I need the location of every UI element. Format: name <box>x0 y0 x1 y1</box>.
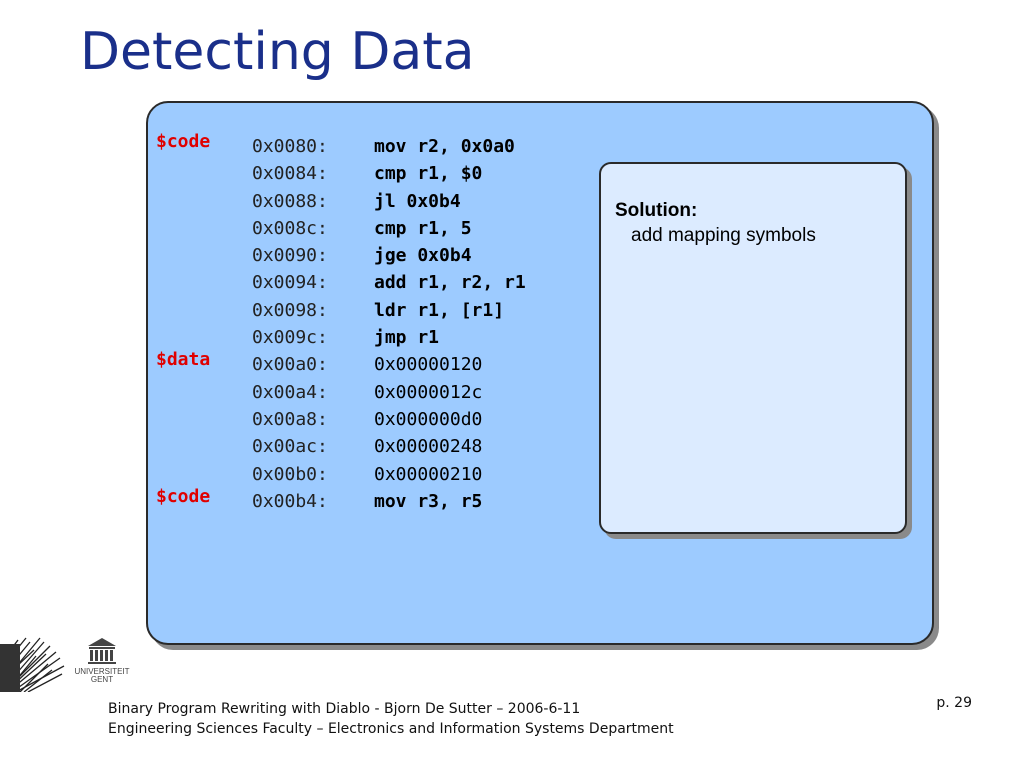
code-instruction: mov r3, r5 <box>374 490 483 512</box>
code-address: 0x0094: <box>252 272 328 294</box>
code-instruction: 0x00000210 <box>374 463 483 485</box>
code-instruction: ldr r1, [r1] <box>374 299 505 321</box>
footer-line-1: Binary Program Rewriting with Diablo - B… <box>108 701 581 717</box>
code-instruction: jmp r1 <box>374 327 440 349</box>
solution-heading: Solution: <box>615 200 698 221</box>
code-address: 0x009c: <box>252 327 328 349</box>
code-instruction: mov r2, 0x0a0 <box>374 136 515 157</box>
solution-box: Solution: add mapping symbols <box>599 162 907 534</box>
code-address: 0x00a8: <box>252 408 328 430</box>
code-instruction: 0x0000012c <box>374 381 483 403</box>
code-address: 0x00ac: <box>252 436 328 458</box>
code-instruction: jge 0x0b4 <box>374 245 472 267</box>
code-instruction: cmp r1, $0 <box>374 163 483 185</box>
code-address: 0x0088: <box>252 190 328 212</box>
logo-text-line1: UNIVERSITEIT <box>74 667 129 676</box>
section-label: $data <box>156 349 211 371</box>
code-address: 0x00b0: <box>252 463 328 485</box>
code-address: 0x0080: <box>252 136 328 157</box>
slide-footer: Binary Program Rewriting with Diablo - B… <box>108 699 674 739</box>
code-instruction: add r1, r2, r1 <box>374 272 526 294</box>
code-address: 0x00b4: <box>252 490 328 512</box>
code-address: 0x00a4: <box>252 381 328 403</box>
university-logo: UNIVERSITEIT GENT <box>0 637 130 692</box>
code-address: 0x0084: <box>252 163 328 185</box>
university-building-icon <box>88 638 116 664</box>
code-address: 0x00a0: <box>252 354 328 376</box>
grass-shadow-icon <box>0 644 20 692</box>
code-address: 0x008c: <box>252 217 328 239</box>
logo-text-line2: GENT <box>91 675 113 684</box>
page-number: p. 29 <box>936 695 972 711</box>
code-panel: $code 0x0080: mov r2, 0x0a0 0x0084: cmp r1, … <box>146 101 934 645</box>
code-instruction: 0x00000120 <box>374 354 483 376</box>
slide-title: Detecting Data <box>80 22 475 82</box>
section-label: $code <box>156 485 211 507</box>
code-instruction: 0x00000248 <box>374 436 483 458</box>
section-label: $code <box>156 131 211 152</box>
code-instruction: cmp r1, 5 <box>374 217 472 239</box>
solution-text: add mapping symbols <box>631 225 816 246</box>
code-address: 0x0090: <box>252 245 328 267</box>
code-address: 0x0098: <box>252 299 328 321</box>
code-instruction: jl 0x0b4 <box>374 190 461 212</box>
code-instruction: 0x000000d0 <box>374 408 483 430</box>
footer-line-2: Engineering Sciences Faculty – Electroni… <box>108 721 674 737</box>
